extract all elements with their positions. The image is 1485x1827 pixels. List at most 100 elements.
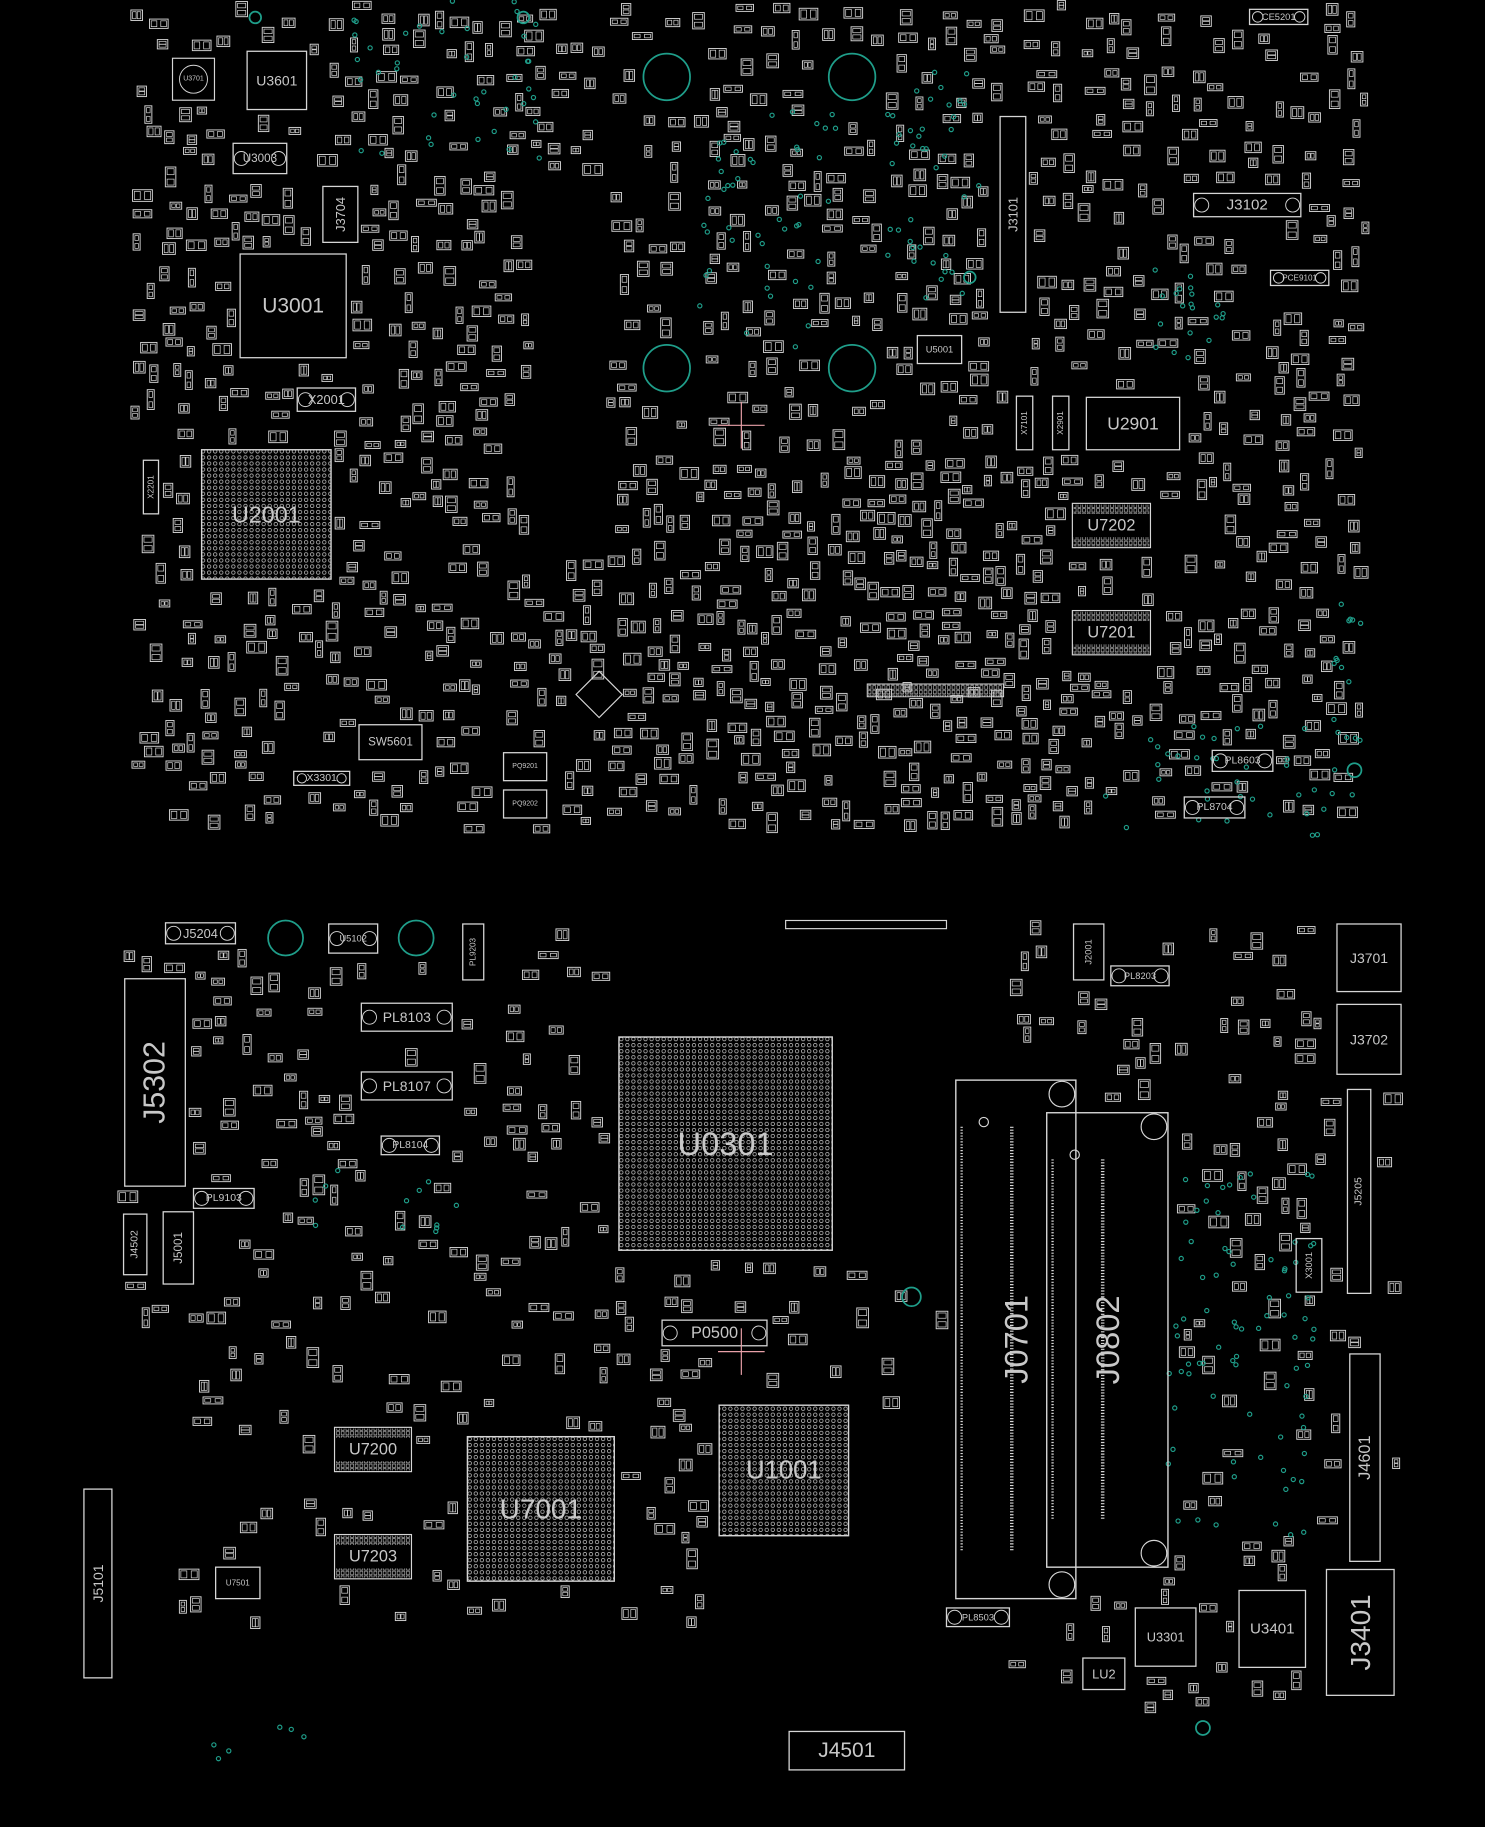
- smd-component: [1343, 207, 1354, 219]
- smd-component: [1163, 681, 1173, 694]
- pad: [932, 563, 937, 568]
- smd-component: [1283, 312, 1303, 326]
- pad: [877, 36, 882, 45]
- pad: [752, 754, 759, 764]
- smd-component: [1330, 1267, 1343, 1282]
- smd-component: [326, 674, 339, 685]
- pad: [809, 538, 816, 545]
- smd-component: [722, 648, 732, 662]
- pad: [1313, 722, 1320, 730]
- pad: [632, 622, 638, 632]
- pad: [1071, 685, 1079, 690]
- smd-outline: [787, 578, 799, 589]
- smd-component: [872, 318, 883, 331]
- smd-outline: [523, 341, 534, 350]
- pad: [400, 441, 405, 447]
- pad: [855, 661, 861, 669]
- smd-outline: [1334, 680, 1345, 700]
- smd-outline: [297, 1216, 314, 1225]
- smd-outline: [784, 387, 794, 398]
- pad: [729, 122, 739, 127]
- smd-outline: [709, 88, 721, 101]
- smd-outline: [323, 731, 335, 743]
- pad: [1344, 431, 1351, 440]
- smd-outline: [748, 360, 757, 378]
- pad: [509, 517, 515, 523]
- pad: [888, 348, 893, 357]
- smd-outline: [139, 732, 160, 744]
- pad: [179, 430, 185, 438]
- smd-component: [164, 130, 175, 145]
- pad: [1030, 173, 1037, 179]
- smd-outline: [909, 556, 924, 567]
- pad: [1168, 68, 1173, 75]
- pad: [1333, 25, 1339, 32]
- smd-outline: [1290, 106, 1305, 119]
- smd-outline: [1245, 571, 1257, 582]
- pad: [1326, 662, 1331, 671]
- pad: [270, 598, 275, 605]
- smd-outline: [434, 368, 443, 387]
- smd-outline: [165, 720, 175, 737]
- pad: [789, 781, 796, 791]
- pad: [823, 226, 831, 231]
- pad: [1363, 228, 1368, 233]
- smd-outline: [325, 620, 339, 642]
- pad: [984, 576, 992, 582]
- pad: [203, 757, 213, 763]
- pad: [681, 516, 689, 522]
- pad: [1361, 567, 1367, 577]
- pad: [1013, 814, 1017, 823]
- pad: [1198, 667, 1204, 674]
- pad: [1210, 478, 1216, 483]
- pad: [369, 100, 377, 108]
- pad: [921, 151, 928, 158]
- smd-component: [141, 534, 155, 554]
- smd-outline: [1063, 153, 1075, 173]
- pad: [1198, 481, 1206, 488]
- smd-outline: [1185, 765, 1202, 776]
- pad: [174, 519, 182, 525]
- pad: [1208, 264, 1214, 274]
- smd-component: [921, 72, 934, 84]
- pad: [1244, 685, 1251, 691]
- pad: [681, 523, 689, 528]
- smd-component: [513, 1137, 526, 1151]
- smd-component: [983, 474, 992, 487]
- pad: [530, 641, 535, 647]
- pad: [343, 136, 350, 144]
- pad: [1064, 201, 1072, 208]
- pad: [1323, 750, 1328, 757]
- pad: [190, 148, 195, 153]
- smd-component: [962, 485, 973, 495]
- pad: [463, 1024, 472, 1028]
- pad: [451, 18, 458, 27]
- pad: [336, 20, 342, 29]
- pad: [143, 1319, 148, 1327]
- smd-component: [1011, 812, 1022, 825]
- smd-component: [217, 950, 230, 960]
- pad: [1085, 285, 1095, 290]
- pad: [782, 4, 789, 12]
- pad: [828, 30, 833, 39]
- smd-component: [1283, 799, 1295, 813]
- smd-component: [1062, 477, 1083, 486]
- pad: [1114, 268, 1120, 275]
- pad: [148, 127, 154, 136]
- pad: [1022, 489, 1029, 496]
- smd-component: [1301, 172, 1312, 189]
- smd-outline: [990, 45, 1006, 54]
- smd-component: [1059, 815, 1070, 829]
- pad: [670, 194, 680, 201]
- pad: [540, 1112, 546, 1118]
- smd-component: [411, 236, 419, 253]
- pad: [355, 541, 363, 546]
- pad: [887, 462, 893, 469]
- pad: [228, 319, 235, 326]
- pad: [1043, 764, 1050, 769]
- smd-component: [679, 467, 700, 480]
- smd-component: [352, 318, 373, 332]
- smd-outline: [1009, 978, 1023, 997]
- pad: [789, 579, 794, 587]
- pad: [1233, 31, 1242, 38]
